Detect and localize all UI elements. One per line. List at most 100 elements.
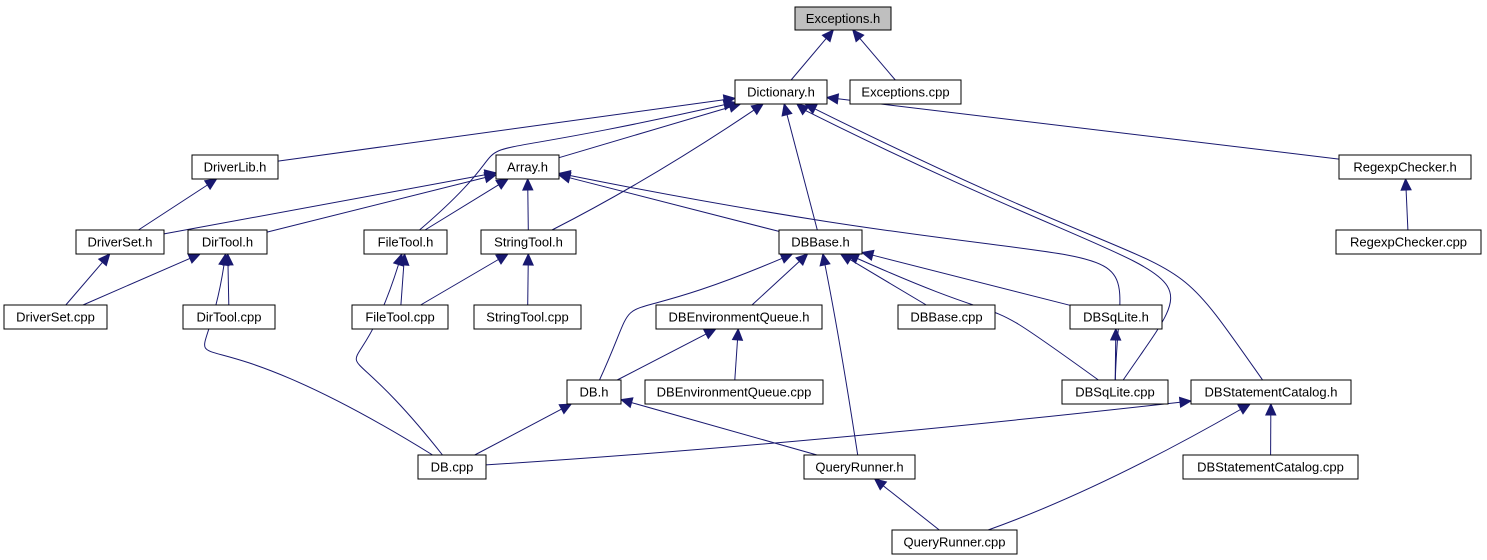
node-dbsqlite_cpp[interactable]: DBSqLite.cpp bbox=[1061, 379, 1169, 405]
node-label-queryrunner_h: QueryRunner.h bbox=[815, 460, 903, 475]
node-filetool_h[interactable]: FileTool.h bbox=[363, 229, 448, 255]
node-label-filetool_h: FileTool.h bbox=[378, 235, 434, 250]
node-db_cpp[interactable]: DB.cpp bbox=[417, 454, 487, 480]
node-label-db_h: DB.h bbox=[580, 385, 609, 400]
node-dirtool_cpp[interactable]: DirTool.cpp bbox=[182, 304, 276, 330]
node-stringtool_cpp[interactable]: StringTool.cpp bbox=[473, 304, 582, 330]
node-filetool_cpp[interactable]: FileTool.cpp bbox=[351, 304, 449, 330]
node-box-dbstatementcatalog_cpp[interactable] bbox=[1182, 454, 1359, 480]
node-box-exceptions_h[interactable] bbox=[794, 6, 892, 31]
edge-driverlib_h-to-dictionary_h bbox=[277, 99, 725, 162]
node-box-db_cpp[interactable] bbox=[417, 454, 487, 480]
node-dbsqlite_h[interactable]: DBSqLite.h bbox=[1069, 304, 1163, 330]
arrowhead-regexpchecker_h-to-dictionary_h bbox=[825, 93, 840, 105]
edge-dbbase_cpp-to-dbbase_h bbox=[849, 259, 927, 306]
node-box-dbsqlite_cpp[interactable] bbox=[1061, 379, 1169, 405]
node-box-dbsqlite_h[interactable] bbox=[1069, 304, 1163, 330]
node-box-dbenvironmentqueue_cpp[interactable] bbox=[644, 379, 824, 405]
node-queryrunner_cpp[interactable]: QueryRunner.cpp bbox=[891, 529, 1018, 555]
node-box-regexpchecker_cpp[interactable] bbox=[1335, 229, 1482, 255]
node-driverlib_h[interactable]: DriverLib.h bbox=[191, 154, 279, 180]
arrowhead-dbstatementcatalog_cpp-to-dbstatementcatalog_h bbox=[1265, 402, 1277, 416]
node-dirtool_h[interactable]: DirTool.h bbox=[187, 229, 268, 255]
node-box-stringtool_cpp[interactable] bbox=[473, 304, 582, 330]
node-exceptions_cpp[interactable]: Exceptions.cpp bbox=[849, 79, 962, 105]
node-box-dirtool_h[interactable] bbox=[187, 229, 268, 255]
node-dbbase_cpp[interactable]: DBBase.cpp bbox=[897, 304, 996, 330]
edge-queryrunner_h-to-db_h bbox=[631, 402, 818, 456]
edge-stringtool_h-to-dictionary_h bbox=[551, 109, 755, 231]
arrowhead-dbbase_h-to-dictionary_h bbox=[781, 102, 793, 117]
node-label-db_cpp: DB.cpp bbox=[431, 460, 474, 475]
node-stringtool_h[interactable]: StringTool.h bbox=[480, 229, 577, 255]
node-box-db_h[interactable] bbox=[566, 379, 622, 405]
node-box-exceptions_cpp[interactable] bbox=[849, 79, 962, 105]
edge-db_cpp-to-filetool_h bbox=[355, 264, 443, 456]
edge-db_cpp-to-db_h bbox=[474, 408, 562, 456]
node-dbstatementcatalog_h[interactable]: DBStatementCatalog.h bbox=[1190, 379, 1352, 405]
node-box-dbenvironmentqueue_h[interactable] bbox=[655, 304, 823, 330]
arrowhead-exceptions_cpp-to-exceptions_h bbox=[852, 29, 865, 43]
node-dbenvironmentqueue_h[interactable]: DBEnvironmentQueue.h bbox=[655, 304, 823, 330]
node-box-queryrunner_h[interactable] bbox=[803, 454, 916, 480]
node-array_h[interactable]: Array.h bbox=[495, 154, 560, 180]
node-box-stringtool_h[interactable] bbox=[480, 229, 577, 255]
node-box-driverset_h[interactable] bbox=[75, 229, 165, 255]
arrowhead-stringtool_h-to-array_h bbox=[522, 177, 534, 191]
edge-db_cpp-to-dbstatementcatalog_h bbox=[485, 401, 1181, 466]
node-label-dbsqlite_h: DBSqLite.h bbox=[1083, 310, 1149, 325]
node-dbbase_h[interactable]: DBBase.h bbox=[778, 229, 863, 255]
node-box-regexpchecker_h[interactable] bbox=[1338, 154, 1472, 180]
node-box-dbbase_cpp[interactable] bbox=[897, 304, 996, 330]
edge-dbsqlite_h-to-dbbase_h bbox=[872, 254, 1071, 306]
node-dbenvironmentqueue_cpp[interactable]: DBEnvironmentQueue.cpp bbox=[644, 379, 824, 405]
arrowhead-queryrunner_cpp-to-dbstatementcatalog_h bbox=[1237, 403, 1252, 415]
edge-db_h-to-dbenvironmentqueue_h bbox=[616, 333, 707, 381]
node-box-driverlib_h[interactable] bbox=[191, 154, 279, 180]
node-dictionary_h[interactable]: Dictionary.h bbox=[734, 79, 828, 105]
node-label-driverlib_h: DriverLib.h bbox=[204, 160, 267, 175]
node-driverset_cpp[interactable]: DriverSet.cpp bbox=[3, 304, 108, 330]
node-label-dbenvironmentqueue_cpp: DBEnvironmentQueue.cpp bbox=[657, 385, 812, 400]
arrowhead-driverset_h-to-driverlib_h bbox=[203, 178, 218, 191]
node-box-filetool_h[interactable] bbox=[363, 229, 448, 255]
edge-filetool_h-to-dictionary_h bbox=[419, 104, 725, 231]
node-box-driverset_cpp[interactable] bbox=[3, 304, 108, 330]
edge-driverset_cpp-to-driverset_h bbox=[65, 261, 103, 306]
node-label-dbstatementcatalog_h: DBStatementCatalog.h bbox=[1205, 385, 1338, 400]
arrowhead-dirtool_h-to-array_h bbox=[483, 172, 498, 184]
edge-filetool_cpp-to-stringtool_h bbox=[420, 259, 499, 306]
node-regexpchecker_cpp[interactable]: RegexpChecker.cpp bbox=[1335, 229, 1482, 255]
node-box-array_h[interactable] bbox=[495, 154, 560, 180]
arrowhead-dictionary_h-to-exceptions_h bbox=[821, 29, 835, 43]
node-box-filetool_cpp[interactable] bbox=[351, 304, 449, 330]
arrowhead-driverset_cpp-to-dirtool_h bbox=[187, 253, 202, 264]
arrowhead-filetool_h-to-dictionary_h bbox=[722, 99, 737, 111]
edge-driverset_h-to-driverlib_h bbox=[138, 184, 208, 231]
node-box-dirtool_cpp[interactable] bbox=[182, 304, 276, 330]
node-label-queryrunner_cpp: QueryRunner.cpp bbox=[904, 535, 1006, 550]
node-box-queryrunner_cpp[interactable] bbox=[891, 529, 1018, 555]
edges bbox=[65, 29, 1412, 531]
node-box-dbstatementcatalog_h[interactable] bbox=[1190, 379, 1352, 405]
arrowhead-db_cpp-to-filetool_h bbox=[392, 252, 404, 267]
arrowhead-dbsqlite_h-to-dbbase_h bbox=[860, 249, 875, 261]
node-regexpchecker_h[interactable]: RegexpChecker.h bbox=[1338, 154, 1472, 180]
node-driverset_h[interactable]: DriverSet.h bbox=[75, 229, 165, 255]
edge-exceptions_cpp-to-exceptions_h bbox=[859, 38, 896, 81]
node-label-driverset_cpp: DriverSet.cpp bbox=[16, 310, 95, 325]
node-queryrunner_h[interactable]: QueryRunner.h bbox=[803, 454, 916, 480]
node-box-dictionary_h[interactable] bbox=[734, 79, 828, 105]
node-db_h[interactable]: DB.h bbox=[566, 379, 622, 405]
node-exceptions_h[interactable]: Exceptions.h bbox=[794, 6, 892, 31]
edge-dbstatementcatalog_h-to-dictionary_h bbox=[814, 108, 1264, 381]
edge-db_cpp-to-dirtool_h bbox=[204, 264, 433, 456]
edge-filetool_h-to-array_h bbox=[424, 184, 499, 231]
arrowhead-filetool_h-to-array_h bbox=[495, 178, 510, 190]
arrowhead-queryrunner_h-to-db_h bbox=[619, 397, 634, 409]
node-dbstatementcatalog_cpp[interactable]: DBStatementCatalog.cpp bbox=[1182, 454, 1359, 480]
node-box-dbbase_h[interactable] bbox=[778, 229, 863, 255]
node-label-dirtool_cpp: DirTool.cpp bbox=[196, 310, 261, 325]
edge-filetool_cpp-to-filetool_h bbox=[400, 264, 405, 306]
edge-regexpchecker_cpp-to-regexpchecker_h bbox=[1405, 189, 1409, 231]
